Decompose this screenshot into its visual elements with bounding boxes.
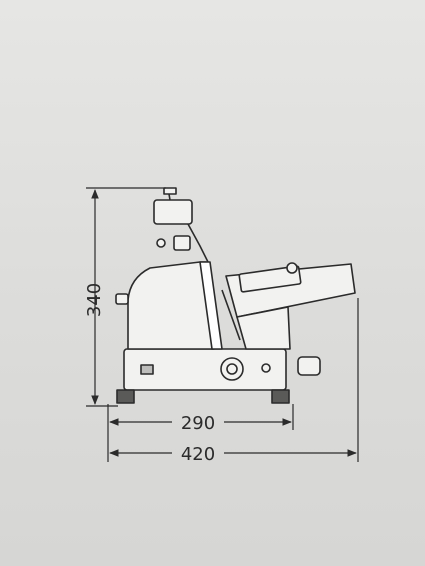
sharpener-arm [187, 223, 209, 263]
sharpener-head [153, 199, 193, 225]
blade-guard [199, 261, 223, 350]
pusher-block [238, 265, 302, 293]
rear-knob [115, 293, 129, 305]
clamp-knob [156, 238, 166, 248]
knob-center [226, 363, 238, 375]
base-switch [140, 364, 154, 375]
base-width-dimension-label: 290 [181, 413, 215, 434]
rear-foot [271, 389, 290, 404]
pusher-knob [286, 262, 298, 274]
front-knob [297, 356, 321, 376]
height-dimension-label: 340 [84, 283, 105, 317]
indicator-light [261, 363, 271, 373]
sharpener-cap [163, 187, 177, 195]
sharpener-clamp [173, 235, 191, 251]
front-foot [116, 389, 135, 404]
total-width-dimension-label: 420 [181, 444, 215, 465]
carriage-rail [221, 289, 241, 341]
carriage-support [236, 306, 291, 350]
